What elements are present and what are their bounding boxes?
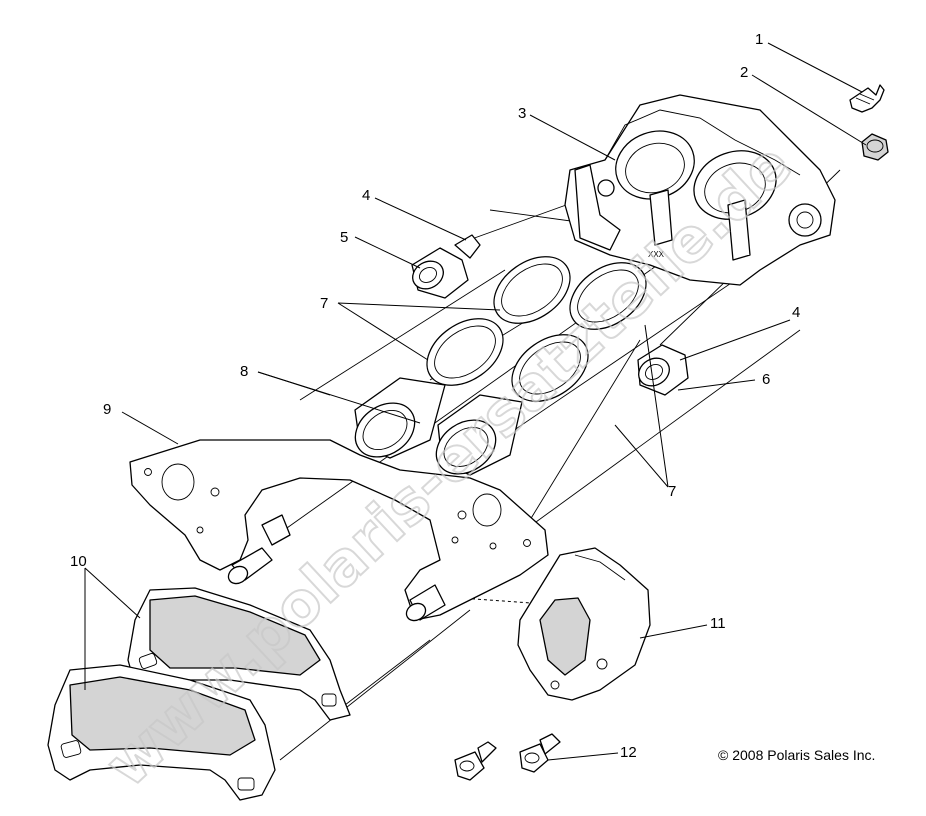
caliper-bracket <box>129 439 549 622</box>
bleeder-cap <box>861 133 889 161</box>
bushing <box>637 344 689 396</box>
callout-1: 1 <box>755 31 763 48</box>
callout-2: 2 <box>740 64 748 81</box>
copyright-text: © 2008 Polaris Sales Inc. <box>718 747 875 763</box>
callout-11: 11 <box>710 615 726 632</box>
callout-3: 3 <box>518 105 526 122</box>
caliper-marking: XXX <box>648 250 665 259</box>
pin-bushing <box>411 234 481 299</box>
callout-9: 9 <box>103 401 111 418</box>
brake-pads <box>47 587 351 801</box>
pistons <box>354 377 523 476</box>
mounting-bolts <box>454 733 561 781</box>
callout-7-left: 7 <box>320 295 328 312</box>
piston-seals <box>426 256 647 402</box>
callout-numbers: 1 2 3 4 5 7 8 9 10 4 6 7 11 12 <box>70 31 800 761</box>
callout-8: 8 <box>240 363 248 380</box>
bleeder-valve <box>849 84 885 113</box>
callout-6: 6 <box>762 371 770 388</box>
caliper-body: XXX <box>564 94 836 286</box>
callout-7-right: 7 <box>668 483 676 500</box>
pad-retainer <box>517 547 651 701</box>
callout-4-right: 4 <box>792 304 800 321</box>
callout-10: 10 <box>70 553 87 570</box>
callout-4-top: 4 <box>362 187 370 204</box>
leader-lines <box>84 42 867 761</box>
callout-5: 5 <box>340 229 348 246</box>
callout-12: 12 <box>620 744 637 761</box>
